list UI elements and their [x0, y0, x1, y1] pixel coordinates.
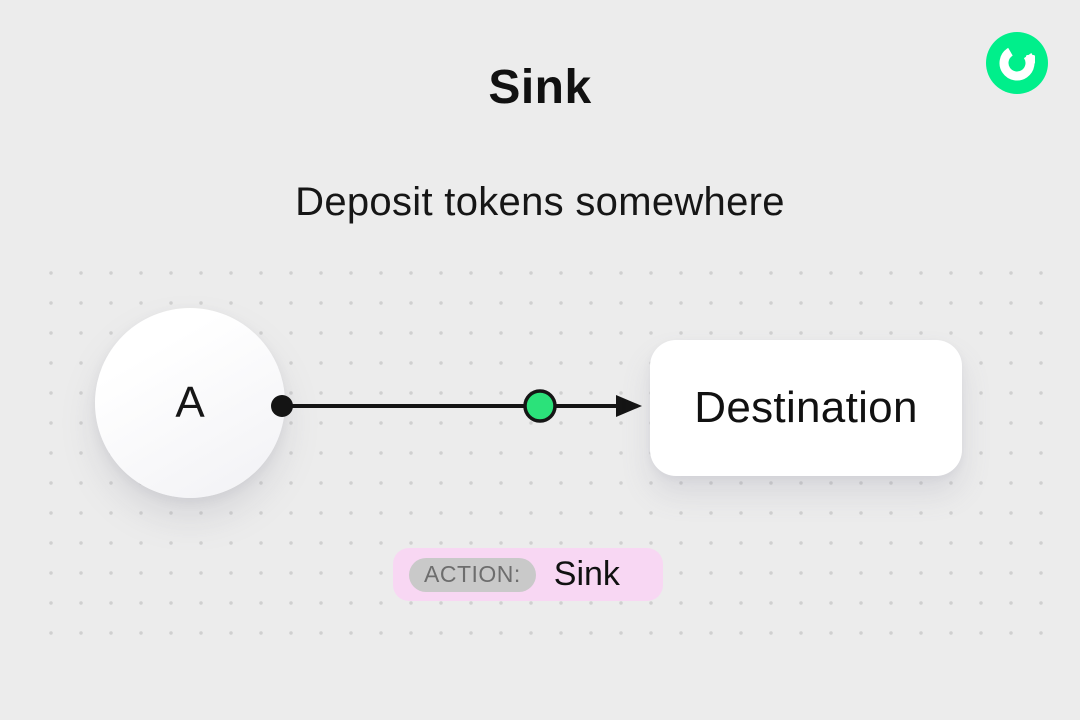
destination-node-label: Destination: [694, 383, 918, 432]
page-title: Sink: [488, 61, 592, 114]
action-value: Sink: [553, 555, 620, 593]
arrowhead-icon: [616, 395, 642, 417]
destination-node: Destination: [650, 340, 962, 476]
start-dot-icon: [271, 395, 293, 417]
connector-arrow: [271, 389, 642, 423]
source-node: A: [95, 308, 285, 498]
action-badge: ACTION: Sink: [393, 548, 663, 601]
action-label-pill: ACTION:: [409, 557, 536, 592]
flow-logo-icon: [986, 32, 1048, 94]
token-dot-icon: [523, 389, 557, 423]
source-node-label: A: [175, 378, 205, 427]
page-subtitle: Deposit tokens somewhere: [295, 180, 785, 224]
